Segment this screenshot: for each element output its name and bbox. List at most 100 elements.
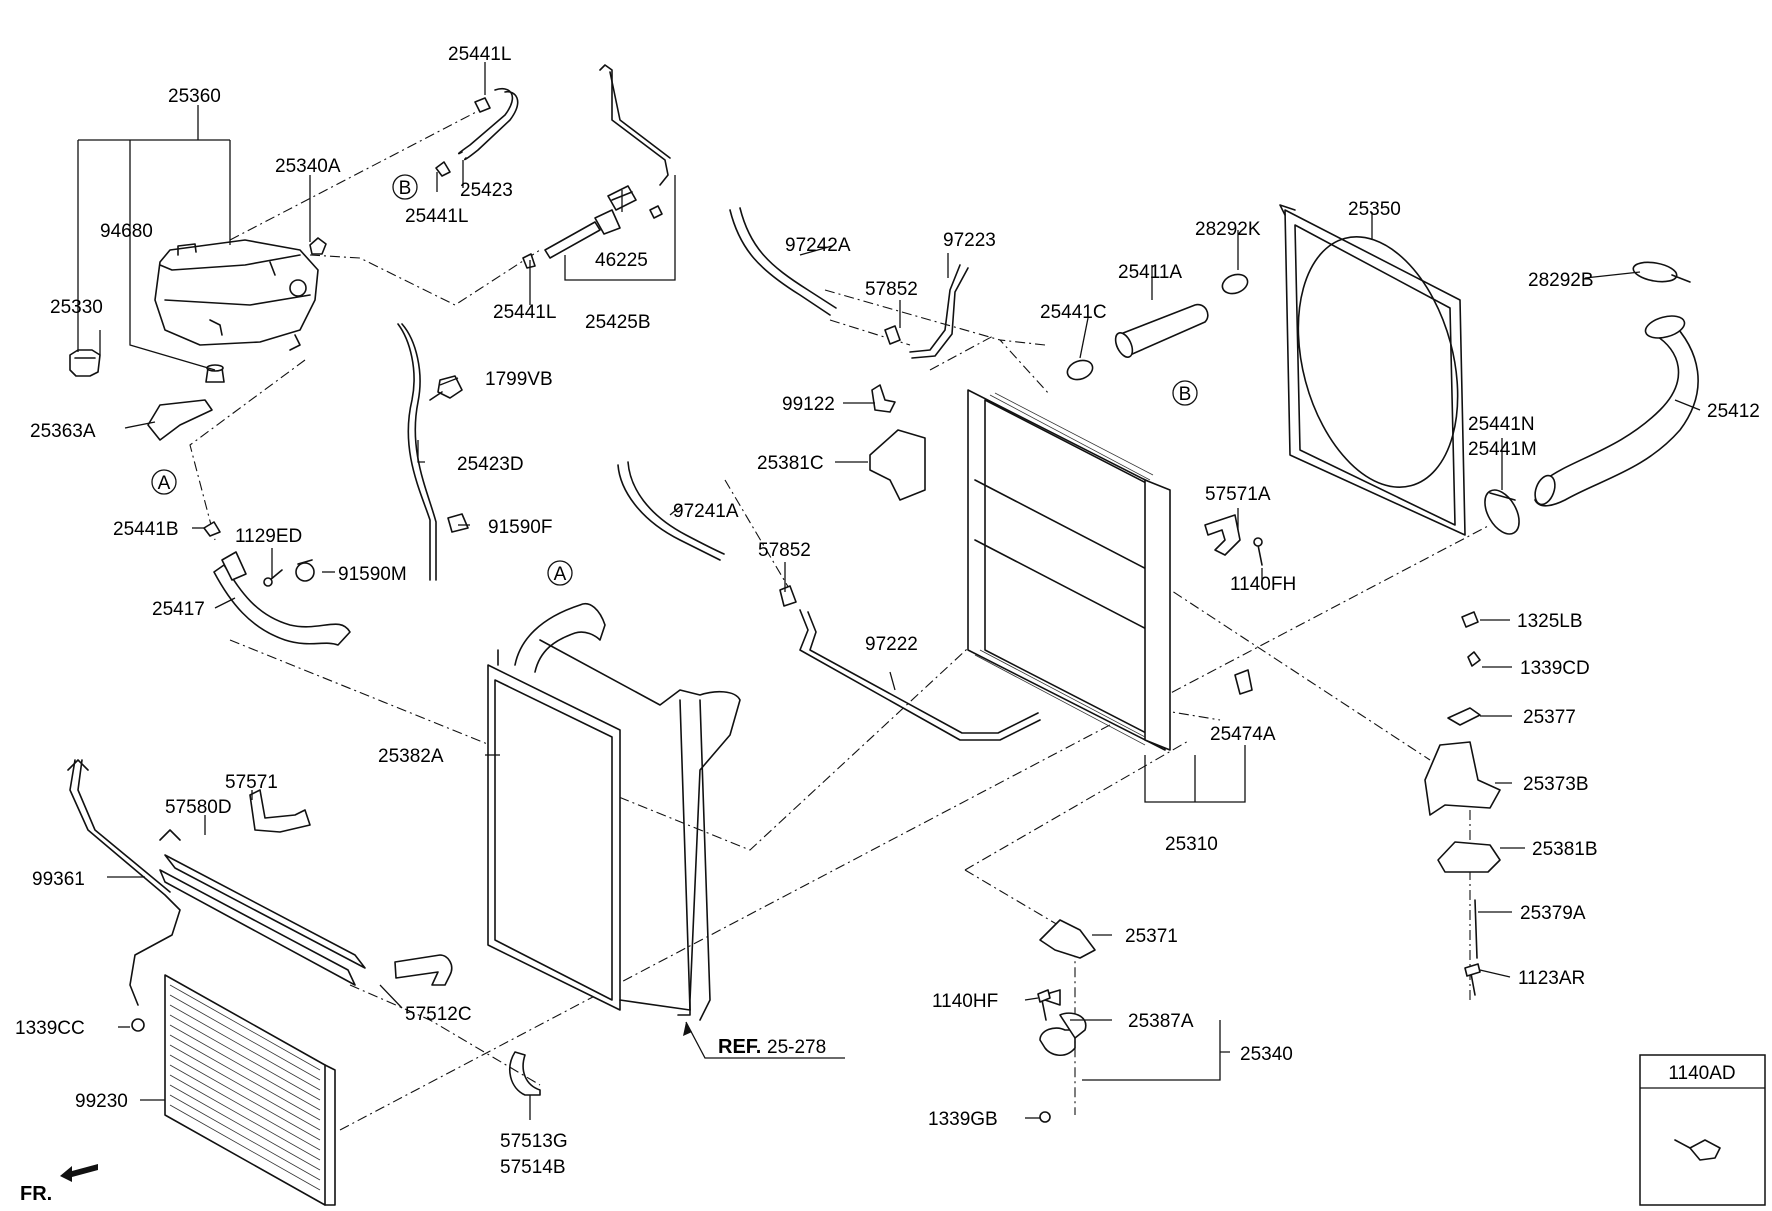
label-25340A: 25340A [275, 156, 341, 177]
label-25350: 25350 [1348, 199, 1401, 220]
label-46225: 46225 [595, 250, 648, 271]
bracket-99122 [871, 384, 896, 413]
label-25373B: 25373B [1523, 774, 1589, 795]
label-25411A: 25411A [1118, 262, 1182, 283]
label-25371: 25371 [1125, 926, 1178, 947]
mount-hardware-right [1424, 611, 1501, 996]
label-1325LB: 1325LB [1517, 611, 1583, 632]
svg-text:B: B [399, 178, 412, 199]
hose-25423d [397, 323, 437, 581]
label-25423D: 25423D [457, 454, 524, 475]
label-1140HF: 1140HF [932, 991, 998, 1012]
label-97242A: 97242A [785, 235, 851, 256]
clamp-25441c [1066, 359, 1094, 381]
label-25425B: 25425B [585, 312, 651, 333]
label-25381C: 25381C [757, 453, 824, 474]
label-99122: 99122 [782, 394, 835, 415]
label-97241A: 97241A [673, 501, 739, 522]
label-97223: 97223 [943, 230, 996, 251]
hose-clamp-small [203, 97, 663, 537]
reservoir-bracket [147, 399, 213, 441]
bolt-1140fh [1253, 537, 1263, 566]
label-57852-a: 57852 [865, 279, 918, 300]
clamp-25441n [1484, 489, 1520, 535]
label-25363A: 25363A [30, 421, 96, 442]
label-99361: 99361 [32, 869, 85, 890]
hose-25412 [1534, 315, 1699, 507]
mount-hardware-center [1037, 919, 1096, 1123]
label-25441N: 25441N [1468, 414, 1535, 435]
reservoir-tank [154, 239, 319, 351]
ref-arrow-icon [683, 1021, 845, 1059]
reference-value: 25-278 [767, 1037, 826, 1058]
marker-b-radiator: B [1172, 380, 1198, 406]
front-arrow-icon [60, 1164, 98, 1182]
bolt-1129ed [263, 569, 283, 587]
label-1129ED: 1129ED [235, 526, 302, 547]
intercooler-pipe [514, 603, 741, 1021]
nut-1339cc [131, 1018, 145, 1032]
label-57852-b: 57852 [758, 540, 811, 561]
marker-a-top: A [151, 469, 177, 495]
label-25417: 25417 [152, 599, 205, 620]
clamp-28292k [1221, 273, 1249, 295]
callout-box-1140ad [1639, 1054, 1766, 1206]
svg-text:A: A [158, 473, 171, 494]
hose-25417 [213, 551, 351, 646]
label-57571: 57571 [225, 772, 278, 793]
label-25330: 25330 [50, 297, 103, 318]
label-1123AR: 1123AR [1518, 968, 1585, 989]
oil-cooler-57580d [159, 829, 366, 986]
reservoir-sensor [205, 364, 225, 383]
label-25382A: 25382A [378, 746, 444, 767]
label-1339CC: 1339CC [15, 1018, 85, 1039]
label-25441M: 25441M [1468, 439, 1537, 460]
label-25441C: 25441C [1040, 302, 1107, 323]
label-25412: 25412 [1707, 401, 1760, 422]
reservoir-cap [69, 349, 101, 377]
hose-97241a [617, 461, 725, 561]
part-labels: 25441L 25360 25340A 25423 25441L 94680 4… [15, 44, 1760, 1205]
bracket-25381c [869, 429, 926, 501]
clip-91590f [447, 513, 469, 533]
marker-b-top: B [392, 174, 418, 200]
clamp-91590m [295, 559, 315, 582]
condenser-99230 [164, 974, 336, 1206]
clamp-28292b [1632, 261, 1691, 283]
label-25310: 25310 [1165, 834, 1218, 855]
label-25441L-c: 25441L [493, 302, 556, 323]
label-91590M: 91590M [338, 564, 407, 585]
marker-a-intercooler: A [547, 560, 573, 586]
radiator-cap-25474a [1234, 669, 1253, 695]
label-25441L-a: 25441L [448, 44, 511, 65]
label-25423: 25423 [460, 180, 513, 201]
label-1339GB: 1339GB [928, 1109, 998, 1130]
label-57580D: 57580D [165, 797, 232, 818]
front-marker: FR. [20, 1183, 52, 1205]
hose-57513g [509, 1051, 541, 1096]
reference-prefix: REF. [718, 1036, 761, 1058]
leader-lines [77, 62, 1701, 1120]
label-25381B: 25381B [1532, 839, 1598, 860]
label-25387A: 25387A [1128, 1011, 1194, 1032]
label-1339CD: 1339CD [1520, 658, 1590, 679]
label-99230: 99230 [75, 1091, 128, 1112]
label-25441B: 25441B [113, 519, 179, 540]
hose-97242a [729, 207, 837, 316]
hose-97222 [799, 609, 1041, 741]
label-28292K: 28292K [1195, 219, 1261, 240]
label-97222: 97222 [865, 634, 918, 655]
hose-25425b [544, 64, 671, 259]
radiator-25310 [967, 389, 1171, 751]
label-94680: 94680 [100, 221, 153, 242]
label-57513G: 57513G [500, 1131, 568, 1152]
label-25441L-b: 25441L [405, 206, 468, 227]
label-25379A: 25379A [1520, 903, 1586, 924]
overflow-hose-25423 [458, 88, 519, 161]
shroud-25350 [1279, 204, 1466, 536]
bracket-57571 [249, 789, 311, 833]
svg-text:B: B [1179, 384, 1192, 405]
label-callout-1140AD: 1140AD [1668, 1063, 1735, 1084]
label-57512C: 57512C [405, 1004, 472, 1025]
